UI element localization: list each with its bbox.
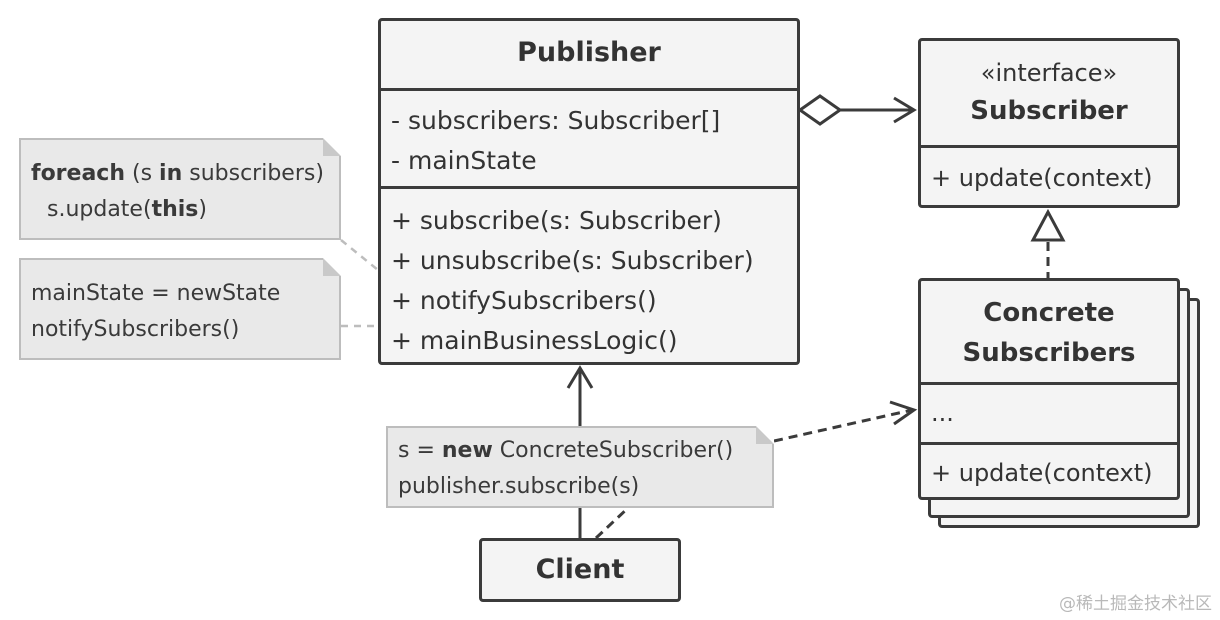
publisher-methods-section: + subscribe(s: Subscriber) + unsubscribe…: [381, 186, 797, 361]
client-class[interactable]: Client: [479, 538, 681, 602]
concrete-subscribers-title-section: Concrete Subscribers: [921, 281, 1177, 382]
client-code-note-line1: s = new ConcreteSubscriber(): [398, 438, 734, 463]
main-state-note-line1: mainState = newState: [31, 281, 281, 306]
publisher-method: + mainBusinessLogic(): [391, 326, 678, 355]
publisher-title: Publisher: [517, 37, 661, 68]
client-note-dash: [594, 506, 630, 540]
concrete-subscribers-method: + update(context): [931, 459, 1153, 487]
publisher-field: - subscribers: Subscriber[]: [391, 106, 721, 135]
concrete-subscribers-field: ...: [931, 399, 954, 427]
foreach-note: foreach (s in subscribers) s.update(this…: [19, 138, 341, 240]
concrete-subscribers-class[interactable]: Concrete Subscribers ... + update(contex…: [918, 278, 1180, 500]
main-state-note-line2: notifySubscribers(): [31, 317, 240, 342]
dependency-line: [773, 408, 913, 443]
publisher-method: + unsubscribe(s: Subscriber): [391, 246, 754, 275]
subscriber-interface[interactable]: «interface» Subscriber + update(context): [918, 38, 1180, 208]
keyword-this: this: [151, 197, 199, 222]
client-title: Client: [535, 554, 625, 585]
subscriber-stereotype: «interface»: [980, 59, 1118, 87]
publisher-method: + subscribe(s: Subscriber): [391, 206, 722, 235]
client-code-note: s = new ConcreteSubscriber() publisher.s…: [386, 426, 774, 508]
watermark: @稀土掘金技术社区: [1059, 594, 1212, 614]
keyword-foreach: foreach: [31, 161, 126, 186]
subscriber-title-section: «interface» Subscriber: [921, 41, 1177, 145]
subscriber-methods-section: + update(context): [921, 145, 1177, 200]
note-fold-corner: [323, 258, 341, 276]
concrete-subscribers-title-line1: Concrete: [983, 298, 1115, 328]
dependency-arrowhead: [889, 400, 918, 426]
publisher-method: + notifySubscribers(): [391, 286, 657, 315]
realization-triangle: [1030, 208, 1066, 242]
client-publisher-arrowhead: [566, 365, 594, 389]
keyword-in: in: [159, 161, 183, 186]
aggregation-arrowhead: [893, 96, 917, 124]
foreach-note-line2: s.update(this): [47, 197, 207, 222]
concrete-subscribers-title-line2: Subscribers: [962, 338, 1136, 368]
note-fold-corner: [323, 138, 341, 156]
subscriber-title: Subscriber: [970, 96, 1128, 126]
keyword-new: new: [441, 438, 493, 463]
concrete-subscribers-fields-section: ...: [921, 382, 1177, 442]
note-fold-corner: [756, 426, 774, 444]
concrete-subscribers-methods-section: + update(context): [921, 442, 1177, 495]
publisher-fields-section: - subscribers: Subscriber[] - mainState: [381, 88, 797, 186]
aggregation-diamond: [797, 94, 843, 126]
publisher-class[interactable]: Publisher - subscribers: Subscriber[] - …: [378, 18, 800, 365]
main-state-note: mainState = newState notifySubscribers(): [19, 258, 341, 360]
foreach-note-line1: foreach (s in subscribers): [31, 161, 324, 186]
publisher-field: - mainState: [391, 146, 537, 175]
subscriber-method: + update(context): [931, 164, 1153, 192]
client-code-note-line2: publisher.subscribe(s): [398, 474, 640, 499]
publisher-title-section: Publisher: [381, 21, 797, 88]
note-connector-foreach: [340, 239, 379, 271]
